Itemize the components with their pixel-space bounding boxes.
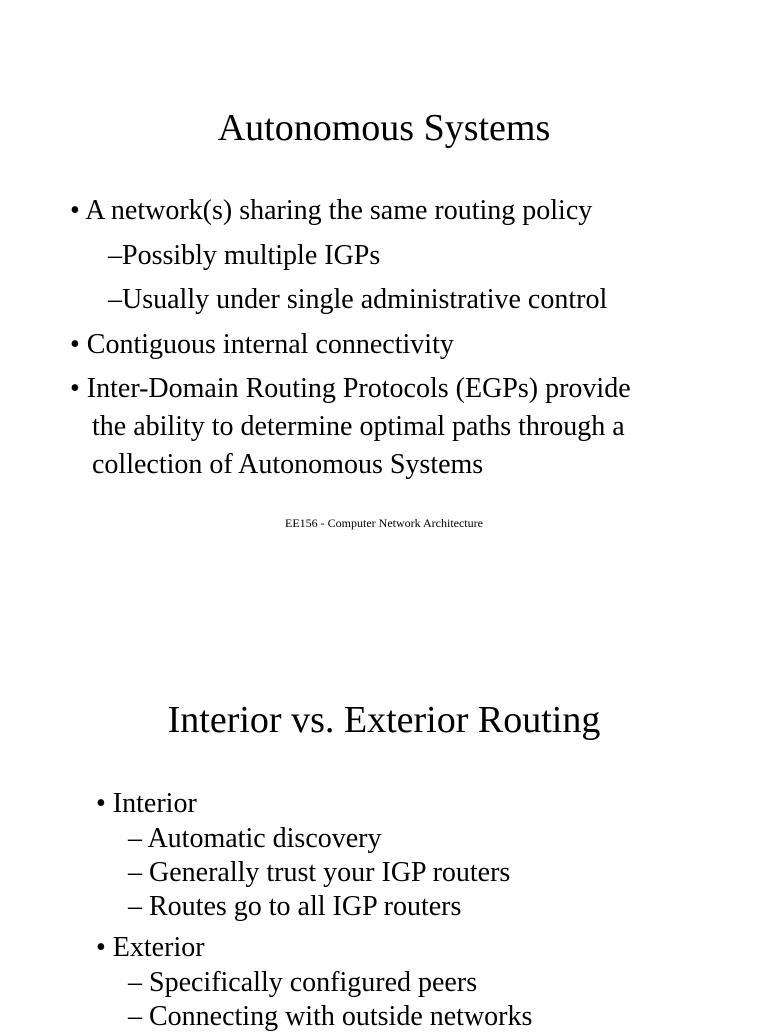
sub-bullet-line: –Usually under single administrative con… (108, 284, 608, 315)
bullet-continuation-line: collection of Autonomous Systems (92, 449, 484, 480)
bullet-line: • A network(s) sharing the same routing … (70, 195, 593, 226)
sub-bullet-line: –Possibly multiple IGPs (108, 240, 381, 271)
bullet-continuation-line: the ability to determine optimal paths t… (92, 411, 625, 442)
slide-autonomous-systems: Autonomous Systems • A network(s) sharin… (70, 107, 631, 530)
slide-title: Interior vs. Exterior Routing (167, 699, 601, 741)
sub-bullet-line: – Specifically configured peers (128, 967, 478, 998)
slide-title: Autonomous Systems (217, 107, 551, 149)
bullet-line: • Inter-Domain Routing Protocols (EGPs) … (70, 373, 631, 404)
sub-bullet-line: – Generally trust your IGP routers (128, 857, 511, 888)
sub-bullet-line: – Routes go to all IGP routers (128, 891, 462, 922)
bullet-line: • Contiguous internal connectivity (70, 329, 454, 360)
sub-bullet-line: – Automatic discovery (128, 823, 382, 854)
sub-bullet-line: – Connecting with outside networks (128, 1001, 533, 1032)
bullet-line: • Interior (96, 788, 197, 819)
slide-interior-exterior-routing: Interior vs. Exterior Routing • Interior… (0, 640, 768, 1032)
bullet-line: • Exterior (96, 932, 205, 963)
slide-footer: EE156 - Computer Network Architecture (285, 516, 483, 530)
